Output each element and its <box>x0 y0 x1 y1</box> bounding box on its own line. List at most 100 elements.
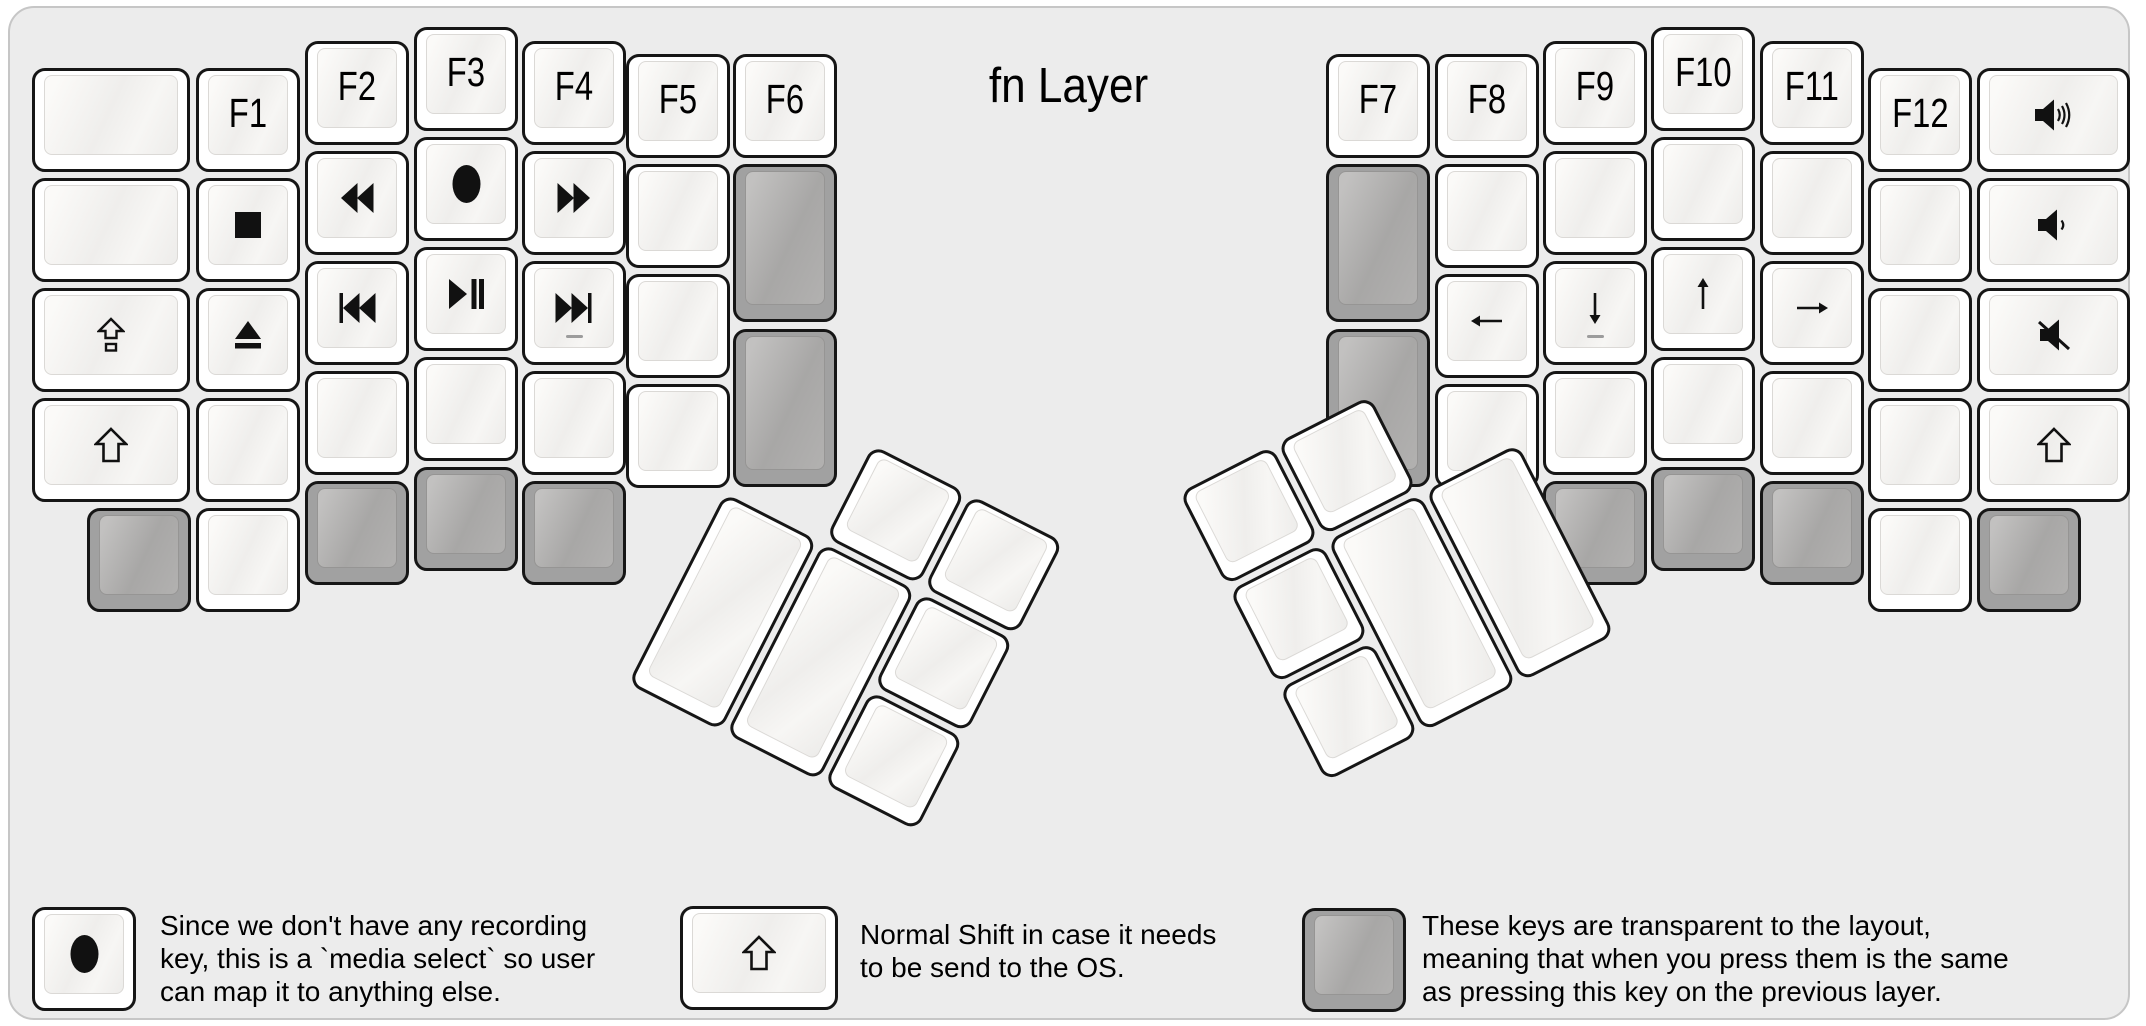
key-arrow-up[interactable] <box>1651 247 1755 351</box>
key-blank[interactable] <box>1868 398 1972 502</box>
key-blank[interactable] <box>32 178 190 282</box>
key-blank[interactable] <box>1868 508 1972 612</box>
key-blank[interactable] <box>626 164 730 268</box>
eject-icon <box>233 321 263 349</box>
key-transparent[interactable] <box>305 481 409 585</box>
key-blank[interactable] <box>196 508 300 612</box>
key-transparent[interactable] <box>1326 164 1430 322</box>
key-f6[interactable]: F6 <box>733 54 837 158</box>
keycap-face: F4 <box>534 48 614 128</box>
key-record[interactable] <box>414 137 518 241</box>
key-transparent[interactable] <box>1651 467 1755 571</box>
key-stop[interactable] <box>196 178 300 282</box>
key-arrow-down[interactable] <box>1543 261 1647 365</box>
up-icon <box>1685 276 1721 312</box>
key-blank[interactable] <box>1435 164 1539 268</box>
keycap-face <box>99 515 179 595</box>
keycap-face <box>1292 653 1401 761</box>
key-blank[interactable] <box>626 274 730 378</box>
key-blank[interactable] <box>1868 178 1972 282</box>
legend-line: can map it to anything else. <box>160 976 501 1007</box>
keycap-face <box>1663 364 1743 444</box>
key-next-track[interactable] <box>522 261 626 365</box>
key-blank[interactable] <box>1543 151 1647 255</box>
keycap-face <box>745 171 825 305</box>
key-label: F9 <box>1575 62 1615 109</box>
keycap-face <box>1663 144 1743 224</box>
key-play-pause[interactable] <box>414 247 518 351</box>
key-transparent[interactable] <box>87 508 191 612</box>
keycap-face <box>844 456 952 565</box>
keycap-face <box>317 268 397 348</box>
keycap-face <box>1555 158 1635 238</box>
keycap-face: F1 <box>208 75 288 155</box>
keycap-face <box>208 185 288 265</box>
key-arrow-right[interactable] <box>1760 261 1864 365</box>
key-label: F2 <box>337 62 377 109</box>
key-blank[interactable] <box>1760 371 1864 475</box>
keycap-face <box>892 604 1000 713</box>
legend-line: to be send to the OS. <box>860 952 1125 983</box>
key-shift[interactable] <box>1977 398 2130 502</box>
rewind-icon <box>340 183 374 213</box>
keycap-face <box>1314 915 1394 995</box>
key-blank[interactable] <box>305 371 409 475</box>
keycap-face: F5 <box>638 61 718 141</box>
keycap-face <box>638 391 718 471</box>
key-f9[interactable]: F9 <box>1543 41 1647 145</box>
shift-icon <box>742 935 776 971</box>
key-rewind[interactable] <box>305 151 409 255</box>
key-fast-forward[interactable] <box>522 151 626 255</box>
key-transparent[interactable] <box>733 164 837 322</box>
key-blank[interactable] <box>522 371 626 475</box>
key-shift[interactable] <box>32 398 190 502</box>
homing-bar <box>566 334 583 338</box>
key-transparent[interactable] <box>522 481 626 585</box>
key-transparent[interactable] <box>1760 481 1864 585</box>
keycap-face: F9 <box>1555 48 1635 128</box>
key-blank[interactable] <box>196 398 300 502</box>
keycap-face <box>1880 515 1960 595</box>
key-caps-lock[interactable] <box>32 288 190 392</box>
key-label: F12 <box>1891 89 1949 136</box>
key-f2[interactable]: F2 <box>305 41 409 145</box>
key-blank[interactable] <box>626 384 730 488</box>
key-blank[interactable] <box>1651 137 1755 241</box>
key-prev-track[interactable] <box>305 261 409 365</box>
keycap-face <box>1447 171 1527 251</box>
key-f4[interactable]: F4 <box>522 41 626 145</box>
key-volume-down[interactable] <box>1977 178 2130 282</box>
key-f11[interactable]: F11 <box>1760 41 1864 145</box>
key-blank[interactable] <box>1543 371 1647 475</box>
key-transparent[interactable] <box>1977 508 2081 612</box>
key-transparent[interactable] <box>733 329 837 487</box>
keycap-face <box>1880 185 1960 265</box>
key-eject[interactable] <box>196 288 300 392</box>
keycap-face <box>1555 378 1635 458</box>
key-transparent[interactable] <box>414 467 518 571</box>
next-icon <box>555 293 593 323</box>
key-blank[interactable] <box>1651 357 1755 461</box>
key-f8[interactable]: F8 <box>1435 54 1539 158</box>
key-volume-up[interactable] <box>1977 68 2130 172</box>
key-mute[interactable] <box>1977 288 2130 392</box>
key-blank[interactable] <box>32 68 190 172</box>
down-icon <box>1577 290 1613 326</box>
key-blank[interactable] <box>1868 288 1972 392</box>
key-blank[interactable] <box>414 357 518 461</box>
key-f1[interactable]: F1 <box>196 68 300 172</box>
key-arrow-left[interactable] <box>1435 274 1539 378</box>
key-label: F7 <box>1358 75 1398 122</box>
key-blank[interactable] <box>1760 151 1864 255</box>
keycap-face <box>317 378 397 458</box>
legend-shift-key <box>680 906 838 1010</box>
key-f7[interactable]: F7 <box>1326 54 1430 158</box>
key-f10[interactable]: F10 <box>1651 27 1755 131</box>
keycap-face <box>44 405 178 485</box>
legend-shift-text: Normal Shift in case it needs to be send… <box>860 918 1216 984</box>
key-f12[interactable]: F12 <box>1868 68 1972 172</box>
keycap-face: F6 <box>745 61 825 141</box>
key-f5[interactable]: F5 <box>626 54 730 158</box>
key-f3[interactable]: F3 <box>414 27 518 131</box>
